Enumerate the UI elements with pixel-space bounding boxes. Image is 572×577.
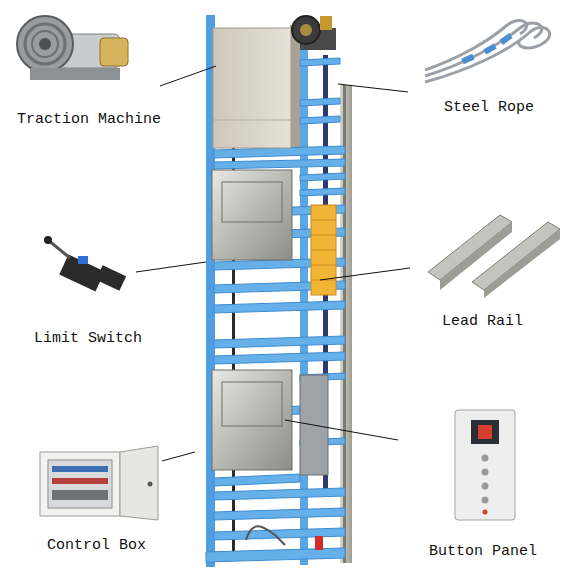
top-traction-machine: [320, 16, 332, 30]
landing-door: [222, 182, 282, 222]
leader-line: [136, 66, 410, 461]
limit-switch-icon: [96, 265, 126, 290]
button-panel-icon: [478, 425, 492, 439]
traction-machine-icon: [17, 16, 128, 80]
button-panel-icon: [455, 410, 515, 520]
lead-rail-icon: [428, 215, 560, 298]
steel-rope-icon: [499, 33, 512, 45]
button-panel-icon: [482, 497, 489, 504]
counterweight: [311, 235, 336, 236]
frame-crossbar: [214, 159, 345, 169]
button-panel-icon: [455, 410, 515, 520]
traction-machine-icon: [30, 68, 120, 80]
leader-line: [320, 268, 410, 280]
buffer: [246, 526, 285, 545]
traction-machine-icon: [17, 16, 73, 72]
part-label: Lead Rail: [442, 313, 523, 331]
machine-room-box: [213, 120, 291, 121]
frame-crossbar: [300, 58, 340, 66]
buffer: [246, 526, 323, 550]
landing-door: [212, 370, 292, 470]
landing-door: [212, 170, 292, 260]
frame-crossbar: [214, 301, 345, 313]
counterweight: [311, 250, 336, 251]
counterweight: [311, 265, 336, 266]
steel-rope-icon: [483, 43, 496, 54]
frame-crossbar: [300, 188, 345, 196]
top-traction-machine: [300, 24, 312, 36]
frame-crossbar: [214, 474, 300, 486]
part-label: Button Panel: [429, 543, 537, 561]
leader-line: [162, 452, 195, 461]
lead-rail-icon: [472, 222, 560, 290]
lead-rail-icon: [484, 229, 560, 298]
limit-switch-icon: [59, 255, 105, 292]
frame-crossbar: [214, 336, 345, 348]
control-box-icon: [148, 482, 153, 487]
machine-room-box: [213, 28, 291, 148]
landing-door: [212, 170, 292, 470]
button-panel-icon: [482, 455, 489, 462]
button-panel-icon: [482, 483, 489, 490]
control-box-icon: [52, 466, 108, 472]
steel-rope-icon: [461, 54, 474, 65]
frame-crossbar: [300, 173, 345, 181]
limit-switch-icon: [78, 256, 88, 264]
steel-rope-icon: [425, 28, 550, 82]
control-box-icon: [120, 446, 158, 520]
control-box-icon: [52, 478, 108, 484]
frame-crossbar: [206, 548, 345, 562]
buffer: [315, 536, 323, 550]
counterweight: [311, 205, 336, 295]
elevator-frame: [206, 15, 352, 567]
steel-rope-icon: [425, 21, 550, 82]
top-traction-machine: [292, 16, 320, 44]
machine-room-box: [213, 28, 291, 148]
traction-machine-icon: [39, 38, 51, 50]
traction-machine-icon: [100, 38, 128, 66]
limit-switch-icon: [44, 236, 52, 244]
button-panel-icon: [471, 420, 499, 444]
control-box-icon: [40, 452, 120, 516]
button-panel-icon: [482, 469, 489, 476]
traction-machine-icon: [32, 31, 58, 57]
leader-line: [285, 420, 398, 440]
control-box-icon: [40, 446, 158, 520]
counterweight: [311, 205, 336, 295]
leader-line: [136, 262, 206, 272]
leader-line: [160, 66, 216, 86]
part-label: Traction Machine: [17, 111, 161, 129]
part-label: Limit Switch: [34, 330, 142, 348]
traction-machine-icon: [25, 24, 65, 64]
limit-switch-icon: [44, 236, 126, 291]
frame-crossbar: [300, 116, 340, 124]
limit-switch-icon: [48, 240, 70, 258]
frame-crossbar: [214, 352, 345, 364]
frame-crossbar: [214, 508, 345, 520]
control-box-icon: [52, 490, 108, 500]
steel-rope-icon: [425, 21, 527, 70]
button-panel-icon: [483, 510, 488, 515]
part-label: Steel Rope: [444, 99, 534, 117]
leader-line: [338, 84, 408, 92]
frame-crossbar: [214, 488, 345, 500]
frame-crossbar: [300, 98, 340, 106]
landing-door: [222, 382, 282, 426]
control-box-icon: [48, 460, 112, 508]
counterweight: [311, 220, 336, 221]
part-label: Control Box: [47, 537, 146, 555]
top-traction-machine: [292, 16, 336, 50]
